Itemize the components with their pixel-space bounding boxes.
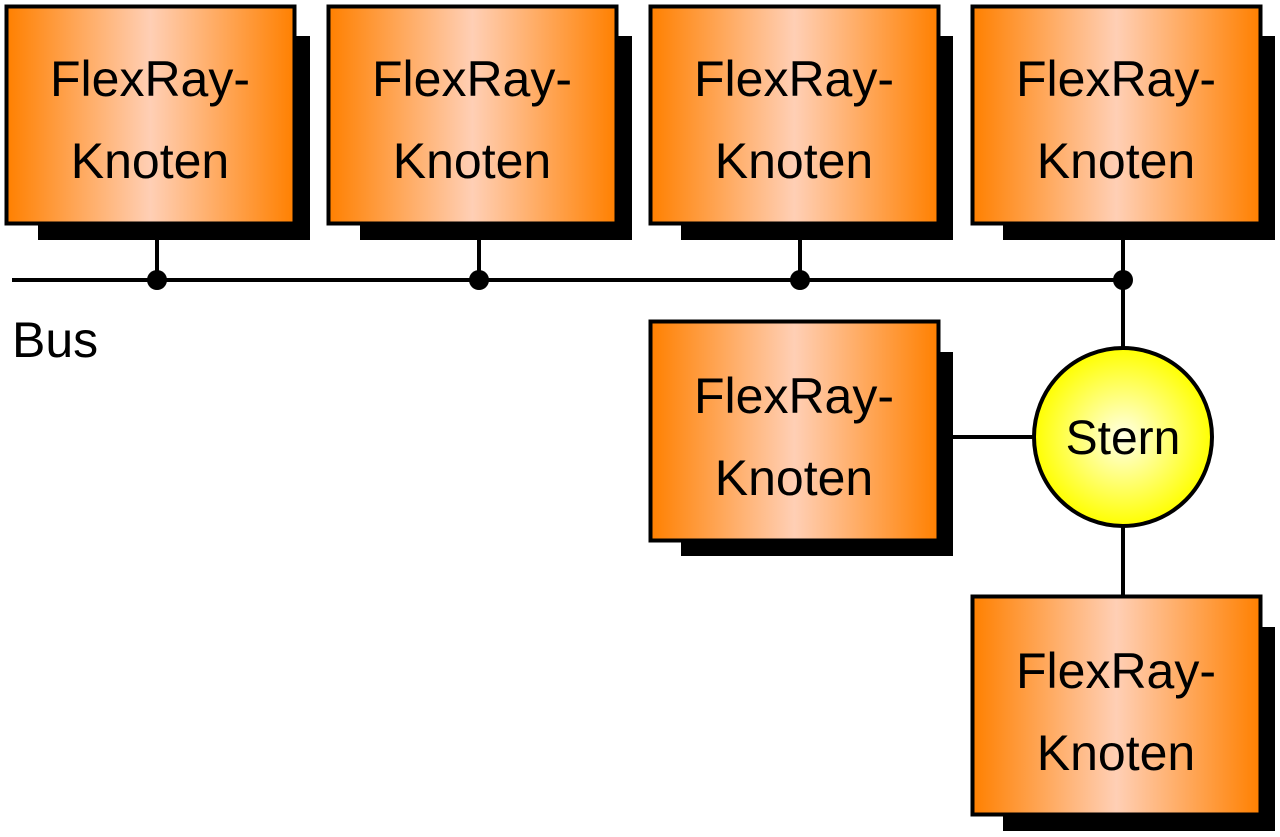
node-box: [970, 594, 1263, 817]
star-coupler[interactable]: Stern: [1032, 346, 1214, 528]
node-label-line2: Knoten: [715, 133, 873, 189]
node-label-line2: Knoten: [1037, 725, 1195, 781]
node-label-line2: Knoten: [715, 450, 873, 506]
node-label-line1: FlexRay-: [1016, 643, 1216, 699]
star-label: Stern: [1066, 412, 1181, 465]
flexray-node-3[interactable]: FlexRay- Knoten: [648, 4, 954, 241]
flexray-node-5[interactable]: FlexRay- Knoten: [648, 319, 954, 557]
bus-junction-2: [469, 270, 489, 290]
node-label-line2: Knoten: [393, 133, 551, 189]
star-circle: [1032, 346, 1214, 528]
node-box: [648, 319, 941, 543]
node-box: [970, 4, 1263, 226]
node-box: [4, 4, 297, 226]
node-box: [326, 4, 619, 226]
node-label-line1: FlexRay-: [50, 51, 250, 107]
bus-junction-3: [790, 270, 810, 290]
bus-label: Bus: [12, 312, 98, 368]
flexray-node-2[interactable]: FlexRay- Knoten: [326, 4, 633, 241]
flexray-node-1[interactable]: FlexRay- Knoten: [4, 4, 311, 241]
node-label-line2: Knoten: [71, 133, 229, 189]
node-label-line2: Knoten: [1037, 133, 1195, 189]
node-box: [648, 4, 941, 226]
bus-junction-4: [1113, 270, 1133, 290]
bus-junction-1: [147, 270, 167, 290]
node-label-line1: FlexRay-: [1016, 51, 1216, 107]
node-label-line1: FlexRay-: [694, 51, 894, 107]
flexray-node-4[interactable]: FlexRay- Knoten: [970, 4, 1276, 241]
node-label-line1: FlexRay-: [694, 368, 894, 424]
node-label-line1: FlexRay-: [372, 51, 572, 107]
flexray-node-6[interactable]: FlexRay- Knoten: [970, 594, 1276, 832]
